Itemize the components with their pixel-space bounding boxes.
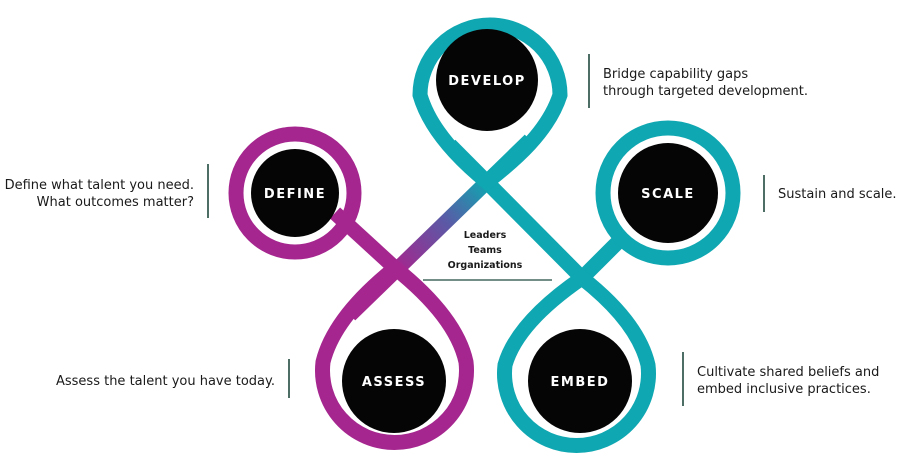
- node-scale-label: SCALE: [641, 187, 695, 202]
- node-define-label: DEFINE: [264, 187, 326, 202]
- desc-assess: Assess the talent you have today.: [56, 374, 275, 389]
- description-dividers: [207, 54, 765, 406]
- desc-develop-line-2: through targeted development.: [603, 84, 808, 99]
- ring-define: [228, 126, 362, 260]
- desc-define-line-1: Define what talent you need.: [5, 178, 194, 193]
- node-assess-label: ASSESS: [362, 375, 426, 390]
- desc-define-line-2: What outcomes matter?: [37, 195, 194, 210]
- node-scale-circle: [618, 143, 718, 243]
- desc-assess-line-1: Assess the talent you have today.: [56, 374, 275, 389]
- desc-embed-line-1: Cultivate shared beliefs and: [697, 365, 879, 380]
- desc-scale-line-1: Sustain and scale.: [778, 187, 897, 202]
- center-label-teams: Teams: [468, 245, 502, 256]
- desc-develop-line-1: Bridge capability gaps: [603, 67, 748, 82]
- node-assess-circle: [342, 329, 446, 433]
- node-embed: EMBED: [528, 329, 632, 433]
- node-develop-circle: [436, 29, 538, 131]
- node-embed-label: EMBED: [551, 375, 610, 390]
- desc-embed: Cultivate shared beliefs and embed inclu…: [697, 365, 879, 397]
- ring-develop: [412, 17, 568, 192]
- ring-scale: [595, 120, 741, 266]
- desc-develop: Bridge capability gaps through targeted …: [603, 67, 808, 99]
- node-develop-label: DEVELOP: [448, 74, 526, 89]
- node-embed-circle: [528, 329, 632, 433]
- desc-embed-line-2: embed inclusive practices.: [697, 382, 871, 397]
- desc-define: Define what talent you need. What outcom…: [5, 178, 194, 210]
- center-labels: Leaders Teams Organizations: [423, 230, 552, 281]
- center-label-organizations: Organizations: [448, 260, 523, 271]
- center-label-leaders: Leaders: [464, 230, 507, 241]
- node-define-circle: [251, 149, 339, 237]
- node-scale: SCALE: [618, 143, 718, 243]
- desc-scale: Sustain and scale.: [778, 187, 897, 202]
- ring-embed: [497, 268, 656, 453]
- node-assess: ASSESS: [342, 329, 446, 433]
- node-develop: DEVELOP: [436, 29, 538, 131]
- ring-assess: [315, 258, 474, 450]
- node-define: DEFINE: [251, 149, 339, 237]
